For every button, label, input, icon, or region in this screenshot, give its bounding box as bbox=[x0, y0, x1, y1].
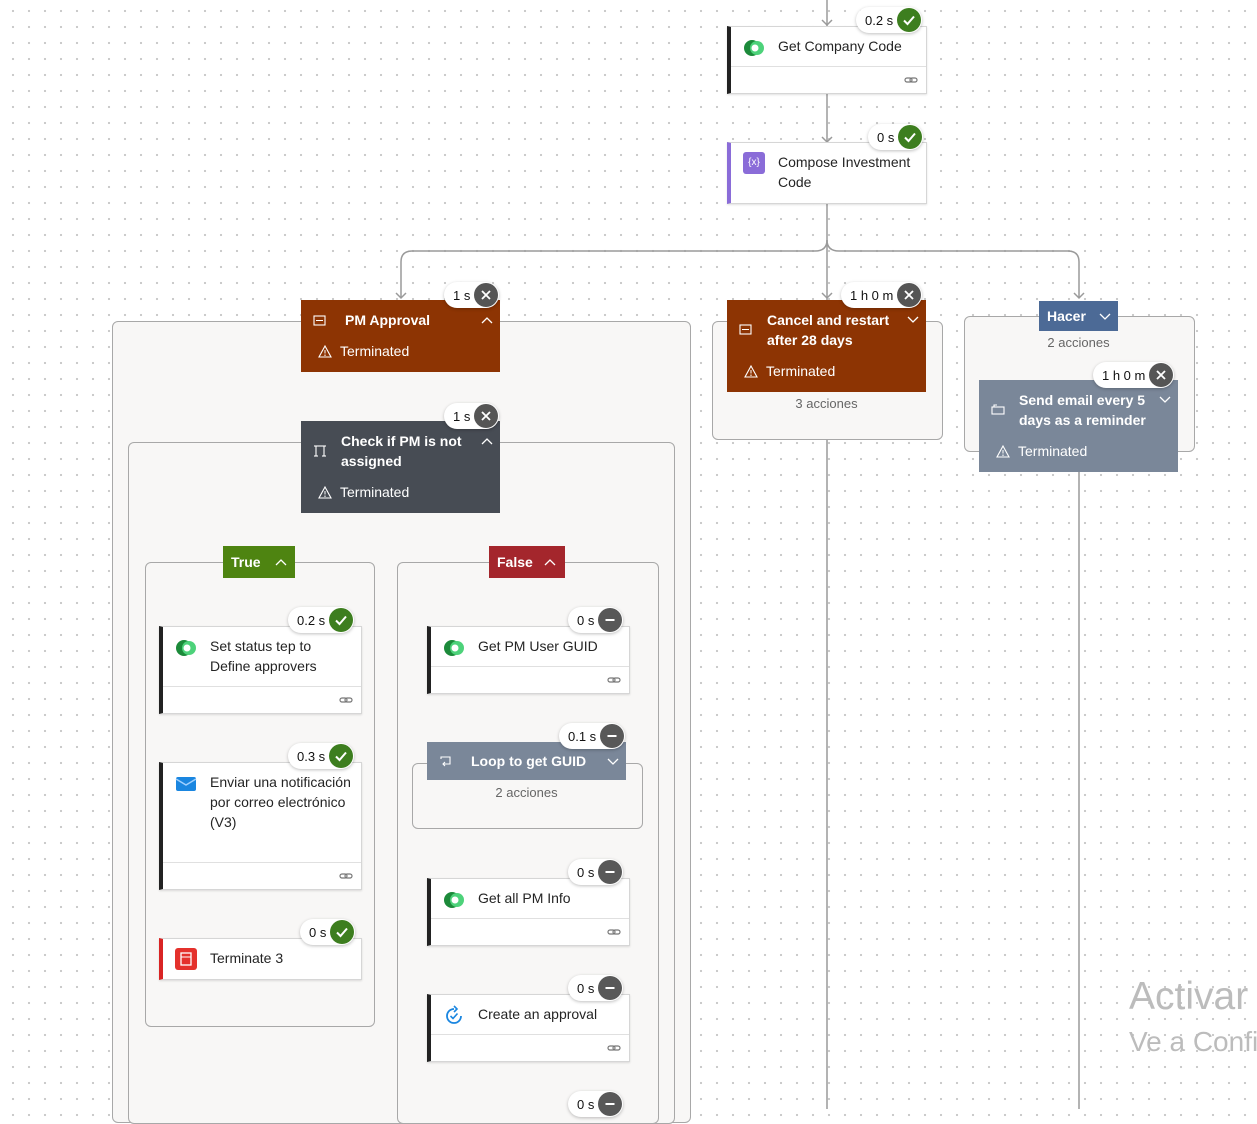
loop-icon bbox=[440, 756, 451, 767]
duration-badge: 0.1 s bbox=[559, 723, 626, 749]
x-icon bbox=[474, 404, 499, 428]
duration-badge: 0 s bbox=[568, 607, 624, 633]
minus-icon bbox=[598, 1092, 623, 1116]
minus-icon bbox=[598, 608, 623, 632]
status-text: Terminated bbox=[766, 363, 836, 379]
action-title: Get PM User GUID bbox=[478, 638, 598, 654]
chevron-up-icon[interactable] bbox=[481, 316, 493, 324]
actions-count: 2 acciones bbox=[1047, 335, 1110, 350]
compose-investment-code-action[interactable]: {x} Compose Investment Code bbox=[727, 142, 927, 204]
hacer-header[interactable]: Hacer bbox=[1039, 301, 1118, 331]
actions-count: 3 acciones bbox=[795, 396, 858, 411]
dataverse-icon bbox=[444, 640, 464, 656]
duration-badge: 0 s bbox=[568, 859, 624, 885]
x-icon bbox=[897, 283, 922, 307]
scope-title: Cancel and restart after 28 days bbox=[767, 312, 890, 348]
get-company-code-action[interactable]: Get Company Code bbox=[727, 26, 927, 94]
duration-badge: 0.3 s bbox=[288, 743, 355, 769]
action-title: Set status tep to Define approvers bbox=[210, 638, 317, 674]
dataverse-icon bbox=[444, 892, 464, 908]
scope-title: PM Approval bbox=[345, 312, 431, 328]
send-email-notification-action[interactable]: Enviar una notificación por correo elect… bbox=[159, 762, 362, 890]
get-all-pm-info-action[interactable]: Get all PM Info bbox=[427, 878, 630, 946]
send-email-reminder-header[interactable]: Send email every 5 days as a reminder Te… bbox=[979, 380, 1178, 472]
check-icon bbox=[898, 125, 923, 149]
scope-title: Hacer bbox=[1047, 308, 1086, 324]
action-title: Terminate 3 bbox=[210, 950, 284, 966]
status-text: Terminated bbox=[340, 484, 410, 500]
check-icon bbox=[329, 608, 354, 632]
warning-icon bbox=[318, 485, 332, 499]
duration-badge: 0 s bbox=[868, 124, 924, 150]
false-branch-tag[interactable]: False bbox=[489, 546, 565, 578]
action-title: Get all PM Info bbox=[478, 890, 571, 906]
action-title: Get Company Code bbox=[778, 38, 902, 54]
status-text: Terminated bbox=[1018, 443, 1088, 459]
duration-badge: 0 s bbox=[568, 975, 624, 1001]
chevron-up-icon[interactable] bbox=[544, 558, 556, 566]
get-pm-user-guid-action[interactable]: Get PM User GUID bbox=[427, 626, 630, 694]
link-icon[interactable] bbox=[607, 1041, 621, 1055]
x-icon bbox=[474, 283, 499, 307]
duration-badge: 0 s bbox=[300, 919, 356, 945]
duration-badge: 0 s bbox=[568, 1091, 624, 1117]
link-icon[interactable] bbox=[607, 673, 621, 687]
chevron-down-icon[interactable] bbox=[907, 316, 919, 324]
link-icon[interactable] bbox=[339, 693, 353, 707]
loop-title: Loop to get GUID bbox=[471, 753, 587, 769]
check-icon bbox=[329, 744, 354, 768]
dataverse-icon bbox=[744, 40, 764, 56]
delay-icon bbox=[991, 404, 1005, 415]
chevron-down-icon[interactable] bbox=[1159, 396, 1171, 404]
mail-icon bbox=[175, 777, 197, 791]
duration-badge: 0.2 s bbox=[288, 607, 355, 633]
warning-icon bbox=[318, 344, 332, 358]
action-title: Enviar una notificación por correo elect… bbox=[210, 774, 351, 830]
chevron-up-icon[interactable] bbox=[275, 558, 287, 566]
condition-title: Check if PM is not assigned bbox=[341, 433, 462, 469]
duration-badge: 0.2 s bbox=[856, 7, 923, 33]
check-pm-condition-header[interactable]: Check if PM is not assigned Terminated bbox=[301, 421, 500, 513]
set-status-action[interactable]: Set status tep to Define approvers bbox=[159, 626, 362, 714]
warning-icon bbox=[744, 364, 758, 378]
link-icon[interactable] bbox=[339, 869, 353, 883]
minus-icon bbox=[600, 724, 625, 748]
chevron-down-icon[interactable] bbox=[607, 758, 619, 766]
duration-badge: 1 h 0 m bbox=[1093, 362, 1175, 388]
link-icon[interactable] bbox=[607, 925, 621, 939]
terminate-icon bbox=[175, 948, 197, 970]
approval-icon bbox=[446, 1005, 462, 1024]
x-icon bbox=[1149, 363, 1174, 387]
warning-icon bbox=[996, 444, 1010, 458]
scope-title: Send email every 5 days as a reminder bbox=[1019, 392, 1146, 428]
activation-watermark-title: Activar bbox=[1129, 975, 1249, 1018]
scope-icon bbox=[739, 324, 752, 335]
compose-icon: {x} bbox=[743, 152, 765, 174]
pm-approval-header[interactable]: PM Approval Terminated bbox=[301, 300, 500, 372]
action-title: Compose Investment Code bbox=[778, 154, 911, 190]
action-title: Create an approval bbox=[478, 1006, 598, 1022]
actions-count: 2 acciones bbox=[495, 785, 558, 800]
minus-icon bbox=[598, 976, 623, 1000]
true-branch-tag[interactable]: True bbox=[223, 546, 295, 578]
link-icon[interactable] bbox=[904, 73, 918, 87]
duration-badge: 1 s bbox=[444, 403, 500, 429]
minus-icon bbox=[598, 860, 623, 884]
terminate-3-action[interactable]: Terminate 3 bbox=[159, 938, 362, 980]
create-approval-action[interactable]: Create an approval bbox=[427, 994, 630, 1062]
cancel-restart-header[interactable]: Cancel and restart after 28 days Termina… bbox=[727, 300, 926, 392]
status-text: Terminated bbox=[340, 343, 410, 359]
chevron-down-icon[interactable] bbox=[1099, 313, 1111, 321]
activation-watermark-subtitle: Ve a Confi bbox=[1129, 1026, 1257, 1057]
check-icon bbox=[897, 8, 922, 32]
check-icon bbox=[330, 920, 355, 944]
dataverse-icon bbox=[176, 640, 196, 656]
scope-icon bbox=[313, 315, 326, 326]
duration-badge: 1 h 0 m bbox=[841, 282, 923, 308]
chevron-up-icon[interactable] bbox=[481, 437, 493, 445]
condition-icon bbox=[314, 445, 326, 457]
duration-badge: 1 s bbox=[444, 282, 500, 308]
